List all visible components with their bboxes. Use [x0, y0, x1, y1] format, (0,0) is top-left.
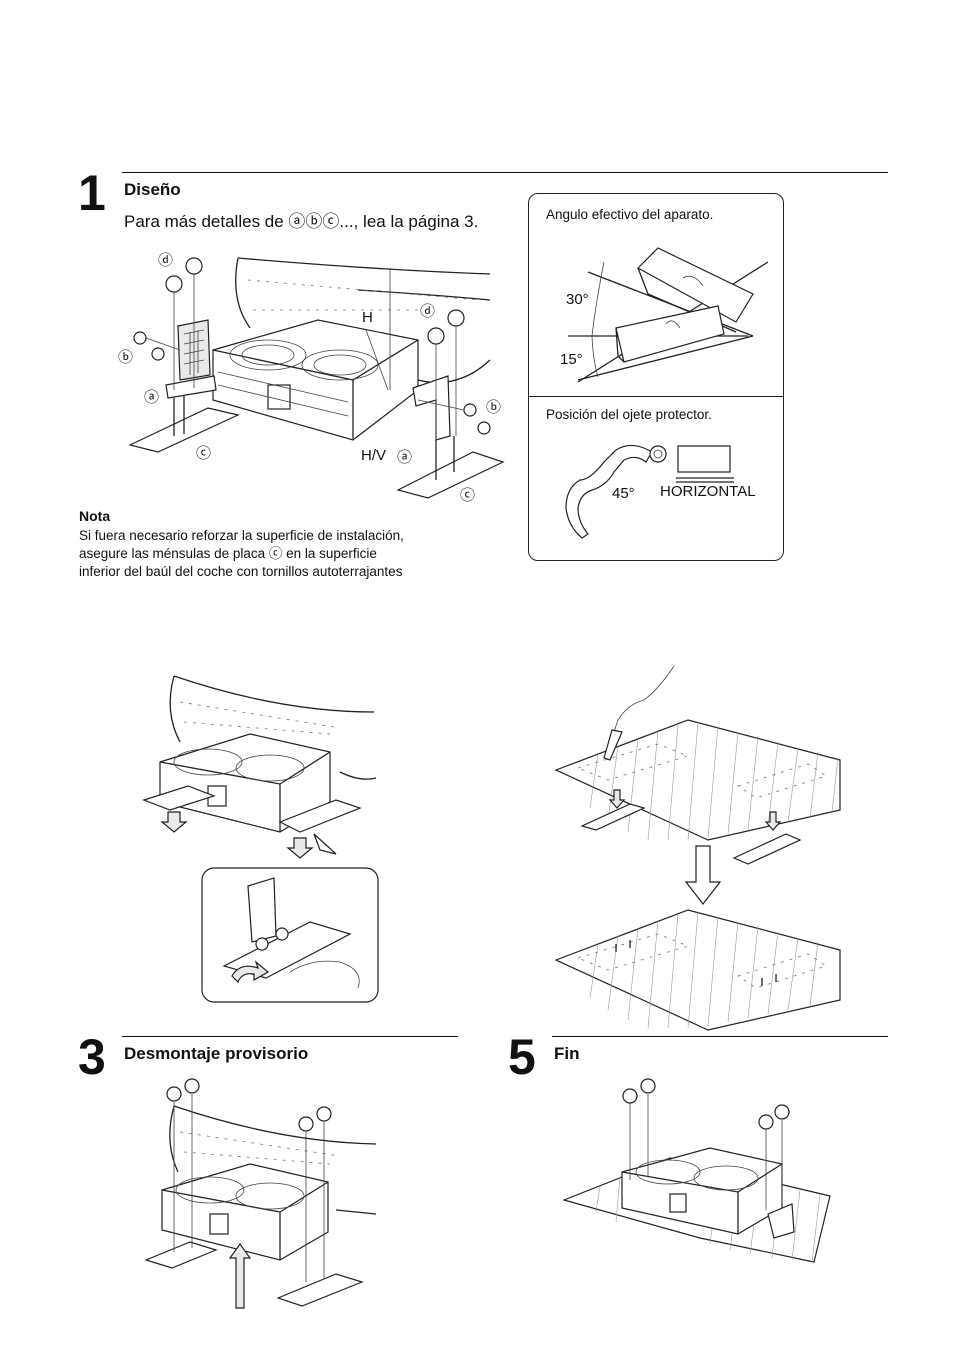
horizontal-label: HORIZONTAL — [660, 483, 756, 500]
info-box-divider — [528, 396, 783, 397]
arrow-up-icon — [228, 1242, 252, 1309]
angle-diagram: 30° 15° — [560, 247, 769, 383]
callout-a-left: ⓐ — [144, 389, 159, 406]
step-1-subtitle: Para más detalles de ⓐⓑⓒ..., lea la pági… — [124, 212, 479, 231]
step-5-number: 5 — [508, 1029, 536, 1085]
step-3-title: Desmontaje provisorio — [124, 1044, 309, 1063]
callout-b-right: ⓑ — [486, 399, 501, 416]
callout-c-left: ⓒ — [196, 445, 211, 462]
step-5-title: Fin — [554, 1044, 580, 1063]
step-1-rule — [122, 172, 888, 173]
step-1-title: Diseño — [124, 180, 181, 199]
carpet-cutting-illustration — [554, 665, 841, 1031]
grommet-diagram: 45° HORIZONTAL — [565, 444, 756, 539]
note-title: Nota — [79, 508, 111, 524]
callout-b-left: ⓑ — [118, 349, 133, 366]
step-3-number: 3 — [78, 1029, 106, 1085]
info-box — [528, 193, 784, 561]
step-5-rule — [552, 1036, 888, 1037]
finish-illustration — [562, 1078, 831, 1263]
mounting-illustration — [142, 675, 379, 1003]
note-line-1: Si fuera necesario reforzar la superfici… — [79, 528, 404, 543]
angle-15-label: 15° — [560, 351, 583, 368]
callout-h: H — [362, 309, 373, 326]
temporary-removal-illustration — [144, 1078, 377, 1309]
step-1-number: 1 — [78, 165, 106, 221]
grommet-angle-label: 45° — [612, 485, 635, 502]
callout-c-right: ⓒ — [460, 487, 475, 504]
angle-title: Angulo efectivo del aparato. — [546, 207, 714, 222]
step-3-rule — [122, 1036, 458, 1037]
hollow-arrow-down-icon — [684, 845, 722, 905]
callout-d-left: ⓓ — [158, 252, 173, 269]
note-line-2: asegure las ménsulas de placa ⓒ en la su… — [79, 546, 377, 561]
callout-a-right: ⓐ — [397, 449, 412, 466]
callout-hv: H/V — [361, 447, 386, 464]
step-1-layout-illustration: ⓓ ⓑ ⓐ ⓒ H ⓓ ⓑ H/V ⓐ ⓒ — [118, 252, 505, 504]
note-line-3: inferior del baúl del coche con tornillo… — [79, 564, 403, 579]
angle-30-label: 30° — [566, 291, 589, 308]
callout-d-right: ⓓ — [420, 303, 435, 320]
grommet-title: Posición del ojete protector. — [546, 407, 712, 422]
